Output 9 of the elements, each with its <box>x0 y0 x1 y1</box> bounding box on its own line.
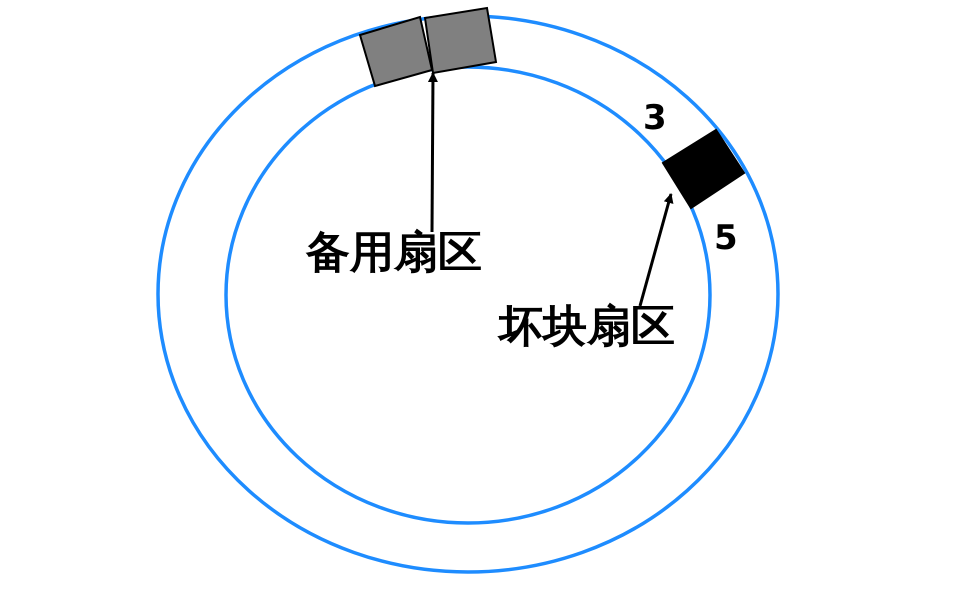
spare-sector-block <box>423 6 498 75</box>
bad-sector-block <box>661 128 746 210</box>
arrow <box>428 72 438 232</box>
sector-label: 坏块扇区 <box>499 305 675 349</box>
spare-sector-block <box>358 15 434 88</box>
arrow <box>638 193 674 306</box>
callout-number: 3 <box>643 101 667 135</box>
sector-label: 备用扇区 <box>306 231 482 275</box>
callout-number: 5 <box>714 221 738 255</box>
